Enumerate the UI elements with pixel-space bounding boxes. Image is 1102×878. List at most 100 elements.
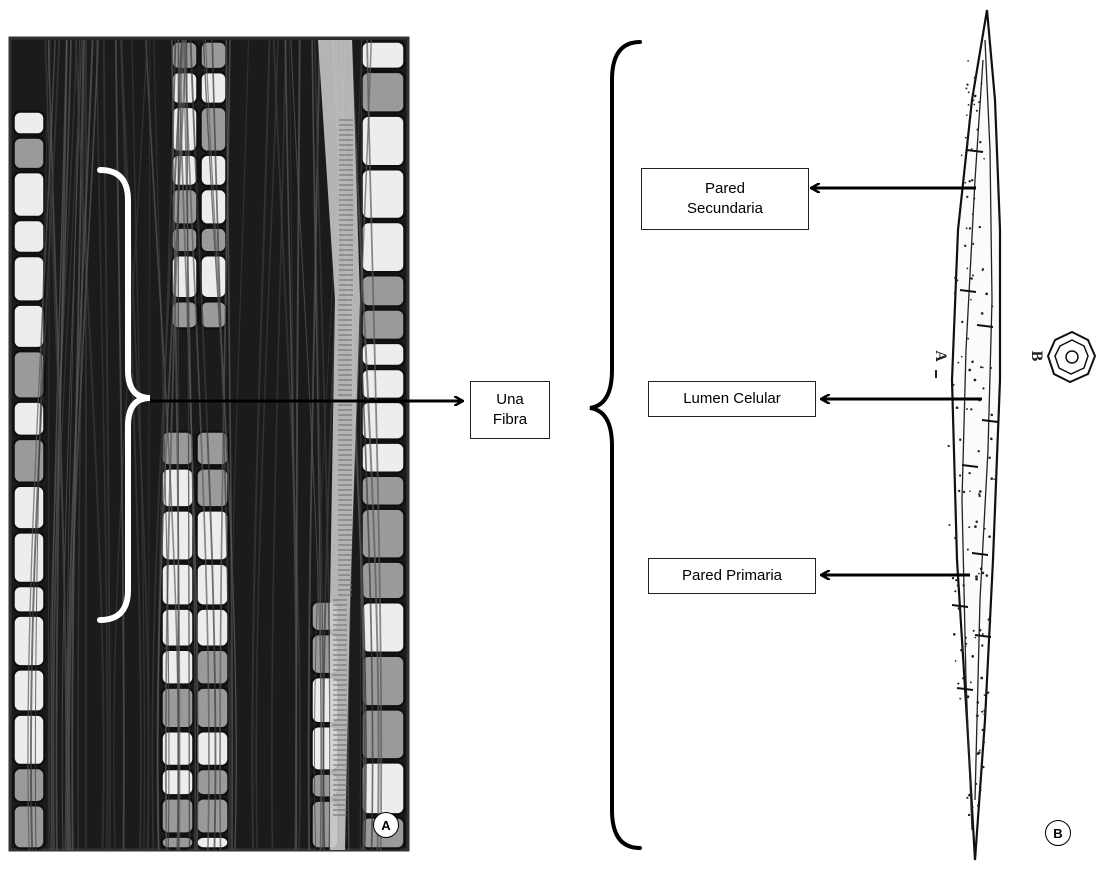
- stipple-dot: [983, 158, 985, 160]
- stipple-dot: [967, 60, 969, 62]
- stipple-dot: [974, 95, 977, 98]
- stipple-dot: [970, 681, 972, 683]
- stipple-dot: [968, 369, 971, 372]
- stipple-dot: [982, 729, 984, 731]
- stipple-dot: [963, 491, 965, 493]
- cell: [14, 138, 45, 170]
- stipple-dot: [965, 646, 967, 648]
- cell: [197, 688, 229, 729]
- cell: [362, 343, 405, 366]
- stipple-dot: [956, 406, 959, 409]
- cell: [197, 837, 229, 849]
- stipple-dot: [968, 526, 970, 528]
- stipple-dot: [977, 450, 979, 452]
- stipple-dot: [948, 445, 950, 447]
- stipple-dot: [957, 362, 959, 364]
- stipple-dot: [961, 155, 963, 157]
- fiber-outline: [952, 10, 1000, 860]
- stipple-dot: [975, 783, 977, 785]
- stipple-dot: [990, 367, 992, 369]
- stipple-dot: [970, 299, 972, 301]
- stipple-dot: [966, 144, 968, 146]
- stipple-dot: [966, 227, 968, 229]
- cell: [197, 468, 229, 507]
- stipple-dot: [955, 660, 957, 662]
- stipple-dot: [968, 814, 970, 816]
- stipple-dot: [968, 794, 971, 797]
- stipple-dot: [981, 644, 983, 646]
- stipple-dot: [969, 227, 971, 229]
- stipple-dot: [984, 694, 986, 696]
- cell: [14, 486, 45, 530]
- stipple-dot: [977, 752, 980, 755]
- stipple-dot: [981, 711, 983, 713]
- cell: [14, 768, 45, 802]
- stipple-dot: [964, 637, 966, 639]
- micrograph-panel: [10, 38, 408, 850]
- stipple-dot: [966, 196, 968, 198]
- stipple-dot: [961, 321, 963, 323]
- stipple-dot: [976, 128, 978, 130]
- stipple-dot: [975, 578, 978, 581]
- stipple-dot: [968, 180, 970, 182]
- fiber-label: Una Fibra: [470, 381, 550, 439]
- cell: [197, 731, 229, 766]
- svg-text:B: B: [1028, 351, 1045, 362]
- stipple-dot: [968, 91, 970, 93]
- stipple-dot: [979, 141, 981, 143]
- stipple-dot: [978, 573, 980, 575]
- stipple-dot: [954, 537, 957, 540]
- stipple-dot: [980, 567, 983, 570]
- stipple-dot: [972, 213, 974, 215]
- stipple-dot: [982, 269, 984, 271]
- stipple-dot: [979, 789, 981, 791]
- stipple-dot: [993, 478, 995, 480]
- stipple-dot: [960, 649, 963, 652]
- stipple-dot: [955, 579, 957, 581]
- stipple-dot: [971, 179, 973, 181]
- stipple-dot: [991, 414, 994, 417]
- stipple-dot: [965, 137, 967, 139]
- stipple-dot: [959, 474, 961, 476]
- cell: [201, 255, 227, 298]
- cell: [14, 172, 45, 217]
- stipple-dot: [964, 245, 966, 247]
- cell: [14, 586, 45, 613]
- secondary-wall-label: Pared Secundaria: [641, 168, 809, 230]
- stipple-dot: [968, 104, 970, 106]
- stipple-dot: [953, 633, 956, 636]
- stipple-dot: [973, 104, 975, 106]
- stipple-dot: [979, 629, 982, 632]
- stipple-dot: [970, 408, 972, 410]
- stipple-dot: [970, 277, 973, 280]
- stipple-dot: [966, 268, 968, 270]
- stipple-dot: [979, 494, 981, 496]
- stipple-dot: [989, 621, 991, 623]
- stipple-dot: [967, 338, 969, 340]
- cell: [201, 155, 227, 186]
- cell: [362, 656, 405, 707]
- stipple-dot: [988, 618, 990, 620]
- stipple-dot: [982, 387, 984, 389]
- stipple-dot: [969, 490, 971, 492]
- stipple-dot: [981, 312, 984, 315]
- stipple-dot: [984, 713, 987, 716]
- cell: [201, 301, 227, 328]
- stipple-dot: [979, 749, 981, 751]
- stipple-dot: [980, 366, 982, 368]
- stipple-dot: [971, 360, 974, 363]
- stipple-dot: [972, 243, 974, 245]
- cell: [362, 222, 405, 272]
- stipple-dot: [980, 677, 983, 680]
- cell: [14, 220, 45, 253]
- stipple-dot: [966, 408, 968, 410]
- cell: [14, 112, 45, 135]
- stipple-dot: [974, 637, 976, 639]
- stipple-dot: [971, 655, 974, 658]
- cell: [197, 609, 229, 647]
- stipple-dot: [974, 525, 977, 528]
- cell: [362, 762, 405, 814]
- stipple-dot: [983, 741, 985, 743]
- stipple-dot: [954, 292, 956, 294]
- stipple-dot: [988, 457, 990, 459]
